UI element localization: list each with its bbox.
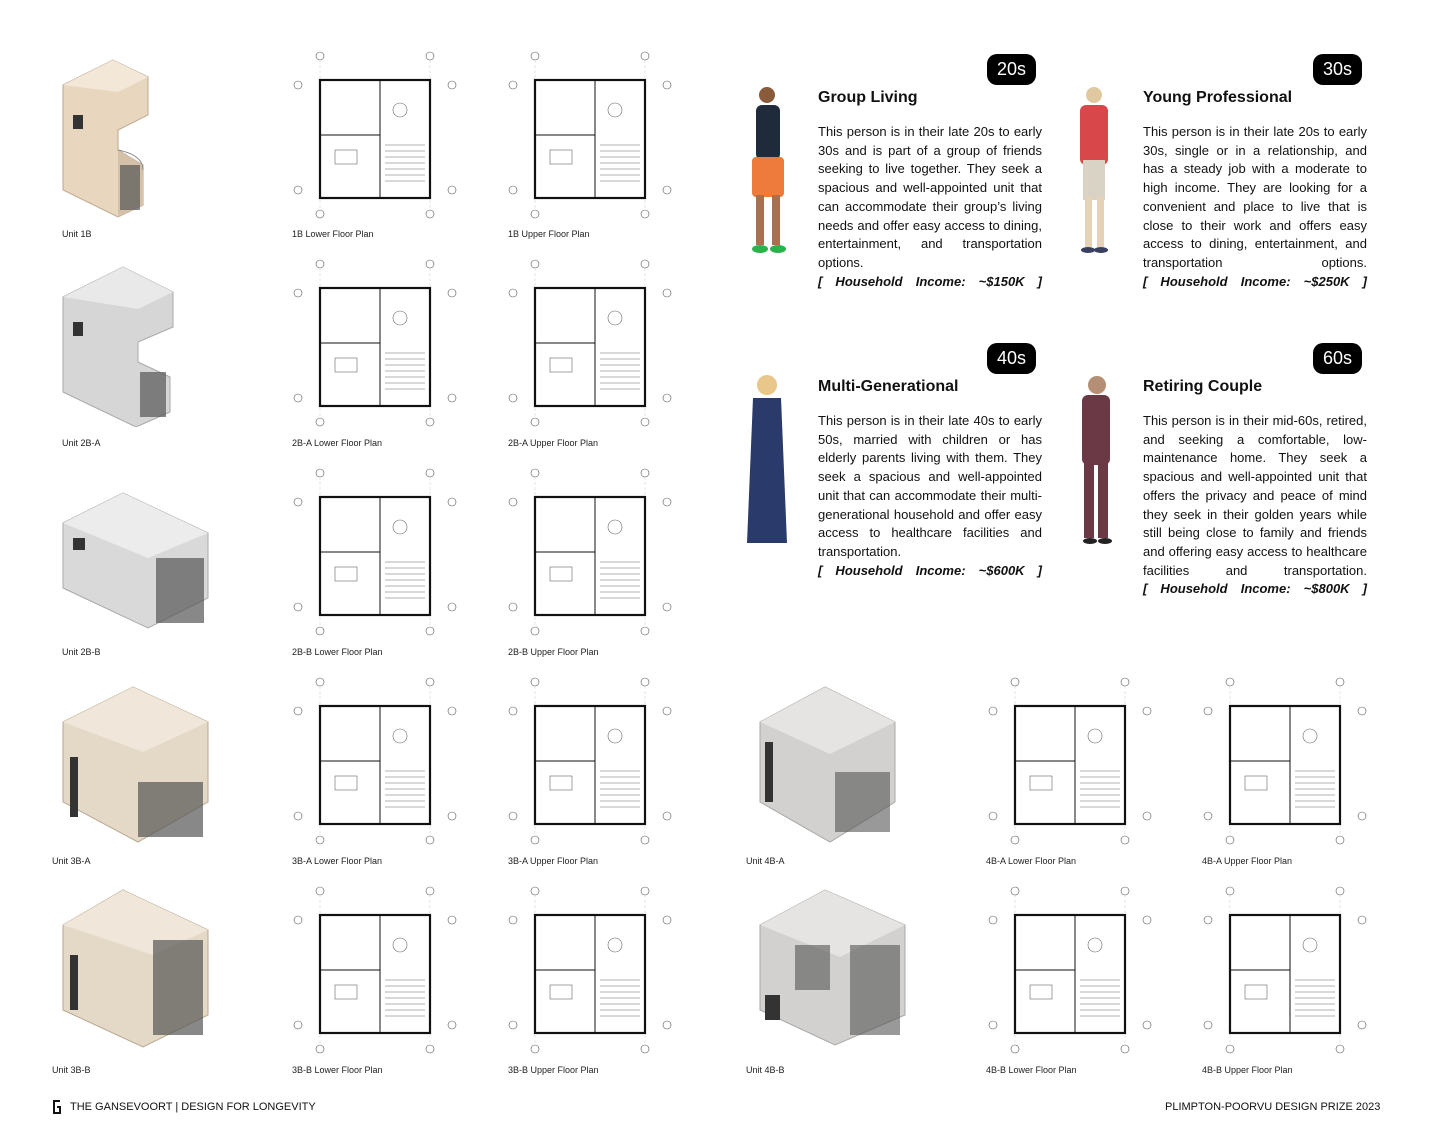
unit-label: Unit 3B-B [52, 1065, 91, 1075]
upper-plan-label: 3B-B Upper Floor Plan [508, 1065, 599, 1075]
persona-title: Retiring Couple [1143, 378, 1263, 395]
upper-floor-plan [1203, 886, 1367, 1054]
lower-floor-plan [293, 886, 457, 1054]
g-logo-icon [53, 1100, 61, 1114]
upper-floor-plan [508, 51, 672, 219]
upper-floor-plan [508, 677, 672, 845]
persona-body: This person is in their late 20s to earl… [818, 124, 1042, 270]
unit-3b-a-render [62, 686, 209, 843]
lower-floor-plan [293, 468, 457, 636]
persona-income: [ Household Income: ~$150K ] [818, 273, 1042, 289]
person-figure [1080, 87, 1108, 253]
persona-description: This person is in their late 40s to earl… [818, 412, 1042, 580]
upper-plan-label: 3B-A Upper Floor Plan [508, 856, 599, 866]
unit-2b-b-render [62, 492, 209, 629]
person-figure [1082, 376, 1112, 544]
persona-title: Young Professional [1143, 89, 1293, 106]
age-badge: 40s [987, 343, 1037, 374]
lower-plan-label: 3B-B Lower Floor Plan [292, 1065, 383, 1075]
age-badge: 60s [1313, 343, 1363, 374]
person-figure [747, 375, 787, 543]
footer-right: PLIMPTON-POORVU DESIGN PRIZE 2023 [1165, 1101, 1381, 1113]
upper-plan-label: 1B Upper Floor Plan [508, 229, 590, 239]
lower-floor-plan [293, 51, 457, 219]
upper-floor-plan [508, 886, 672, 1054]
upper-plan-label: 4B-A Upper Floor Plan [1202, 856, 1293, 866]
lower-floor-plan [988, 677, 1152, 845]
unit-label: Unit 4B-B [746, 1065, 785, 1075]
unit-3b-b-render [62, 889, 209, 1048]
upper-floor-plan [508, 259, 672, 427]
persona-body: This person is in their late 40s to earl… [818, 413, 1042, 559]
persona-body: This person is in their mid-60s, retired… [1143, 413, 1367, 578]
footer-left: THE GANSEVOORT | DESIGN FOR LONGEVITY [70, 1101, 316, 1113]
persona-title: Group Living [818, 89, 918, 106]
upper-plan-label: 2B-A Upper Floor Plan [508, 438, 599, 448]
age-badge: 20s [987, 54, 1037, 85]
lower-plan-label: 3B-A Lower Floor Plan [292, 856, 383, 866]
persona-body: This person is in their late 20s to earl… [1143, 124, 1367, 270]
lower-plan-label: 2B-B Lower Floor Plan [292, 647, 383, 657]
lower-plan-label: 4B-A Lower Floor Plan [986, 856, 1077, 866]
unit-4b-b-render [759, 889, 906, 1046]
persona-description: This person is in their mid-60s, retired… [1143, 412, 1367, 599]
person-figure [752, 87, 786, 253]
persona-income: [ Household Income: ~$600K ] [818, 562, 1042, 578]
persona-description: This person is in their late 20s to earl… [1143, 123, 1367, 291]
age-badge: 30s [1313, 54, 1363, 85]
persona-description: This person is in their late 20s to earl… [818, 123, 1042, 291]
upper-plan-label: 2B-B Upper Floor Plan [508, 647, 599, 657]
lower-plan-label: 4B-B Lower Floor Plan [986, 1065, 1077, 1075]
lower-floor-plan [293, 677, 457, 845]
upper-plan-label: 4B-B Upper Floor Plan [1202, 1065, 1293, 1075]
persona-title: Multi-Generational [818, 378, 959, 395]
unit-label: Unit 4B-A [746, 856, 785, 866]
upper-floor-plan [508, 468, 672, 636]
unit-label: Unit 1B [62, 229, 92, 239]
persona-income: [ Household Income: ~$250K ] [1143, 273, 1367, 289]
unit-label: Unit 2B-A [62, 438, 101, 448]
unit-label: Unit 2B-B [62, 647, 101, 657]
unit-4b-a-render [759, 686, 896, 843]
lower-floor-plan [293, 259, 457, 427]
lower-floor-plan [988, 886, 1152, 1054]
unit-2b-a-render [62, 266, 174, 427]
persona-income: [ Household Income: ~$800K ] [1143, 581, 1367, 597]
unit-1b-render [62, 59, 149, 218]
lower-plan-label: 2B-A Lower Floor Plan [292, 438, 383, 448]
lower-plan-label: 1B Lower Floor Plan [292, 229, 374, 239]
upper-floor-plan [1203, 677, 1367, 845]
unit-label: Unit 3B-A [52, 856, 91, 866]
